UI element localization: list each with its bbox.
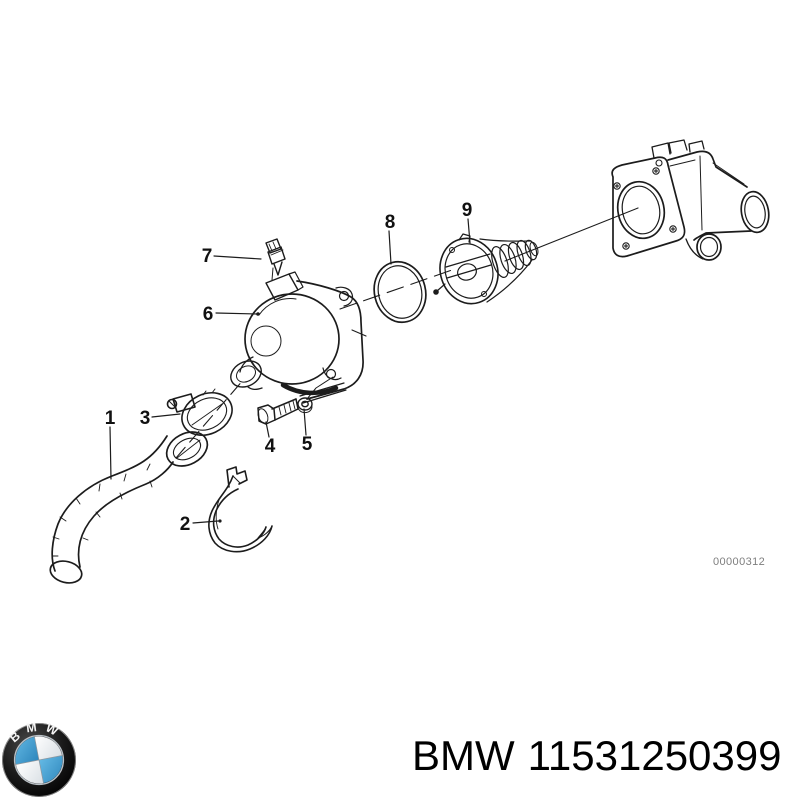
part-cover bbox=[230, 267, 364, 404]
callout-5: 5 bbox=[302, 434, 313, 455]
part-vent-screw bbox=[265, 238, 286, 276]
part-hose bbox=[49, 431, 209, 584]
part-number-text: 11531250399 bbox=[527, 732, 782, 779]
callout-7: 7 bbox=[202, 246, 213, 267]
callout-6: 6 bbox=[203, 304, 214, 325]
part-washer bbox=[297, 397, 313, 414]
assembly-axis-lines bbox=[175, 207, 639, 459]
part-thermostat bbox=[433, 233, 539, 305]
part-oring bbox=[373, 260, 427, 324]
callout-3: 3 bbox=[140, 408, 151, 429]
bmw-roundel-icon: BMW bbox=[2, 714, 76, 797]
callout-1: 1 bbox=[105, 408, 116, 429]
logo-quadrants bbox=[15, 736, 63, 784]
part-bracket bbox=[208, 466, 273, 553]
hose-texture bbox=[51, 463, 153, 557]
part-number-line: BMW 11531250399 bbox=[412, 735, 781, 777]
leader-lines bbox=[109, 218, 471, 524]
callout-4: 4 bbox=[265, 436, 276, 457]
callout-8: 8 bbox=[385, 212, 396, 233]
part-clamp bbox=[166, 388, 233, 436]
callout-labels: 1 2 3 4 5 6 7 8 9 bbox=[105, 200, 473, 535]
diagram-watermark: 00000312 bbox=[713, 556, 766, 568]
bmw-logo: BMW bbox=[1, 714, 77, 798]
part-bolt bbox=[257, 398, 299, 425]
brand-text: BMW bbox=[412, 732, 515, 779]
part-housing bbox=[611, 139, 770, 261]
parts-diagram: 1 2 3 4 5 6 7 8 9 bbox=[49, 139, 770, 584]
callout-9: 9 bbox=[462, 200, 473, 221]
callout-2: 2 bbox=[180, 514, 191, 535]
